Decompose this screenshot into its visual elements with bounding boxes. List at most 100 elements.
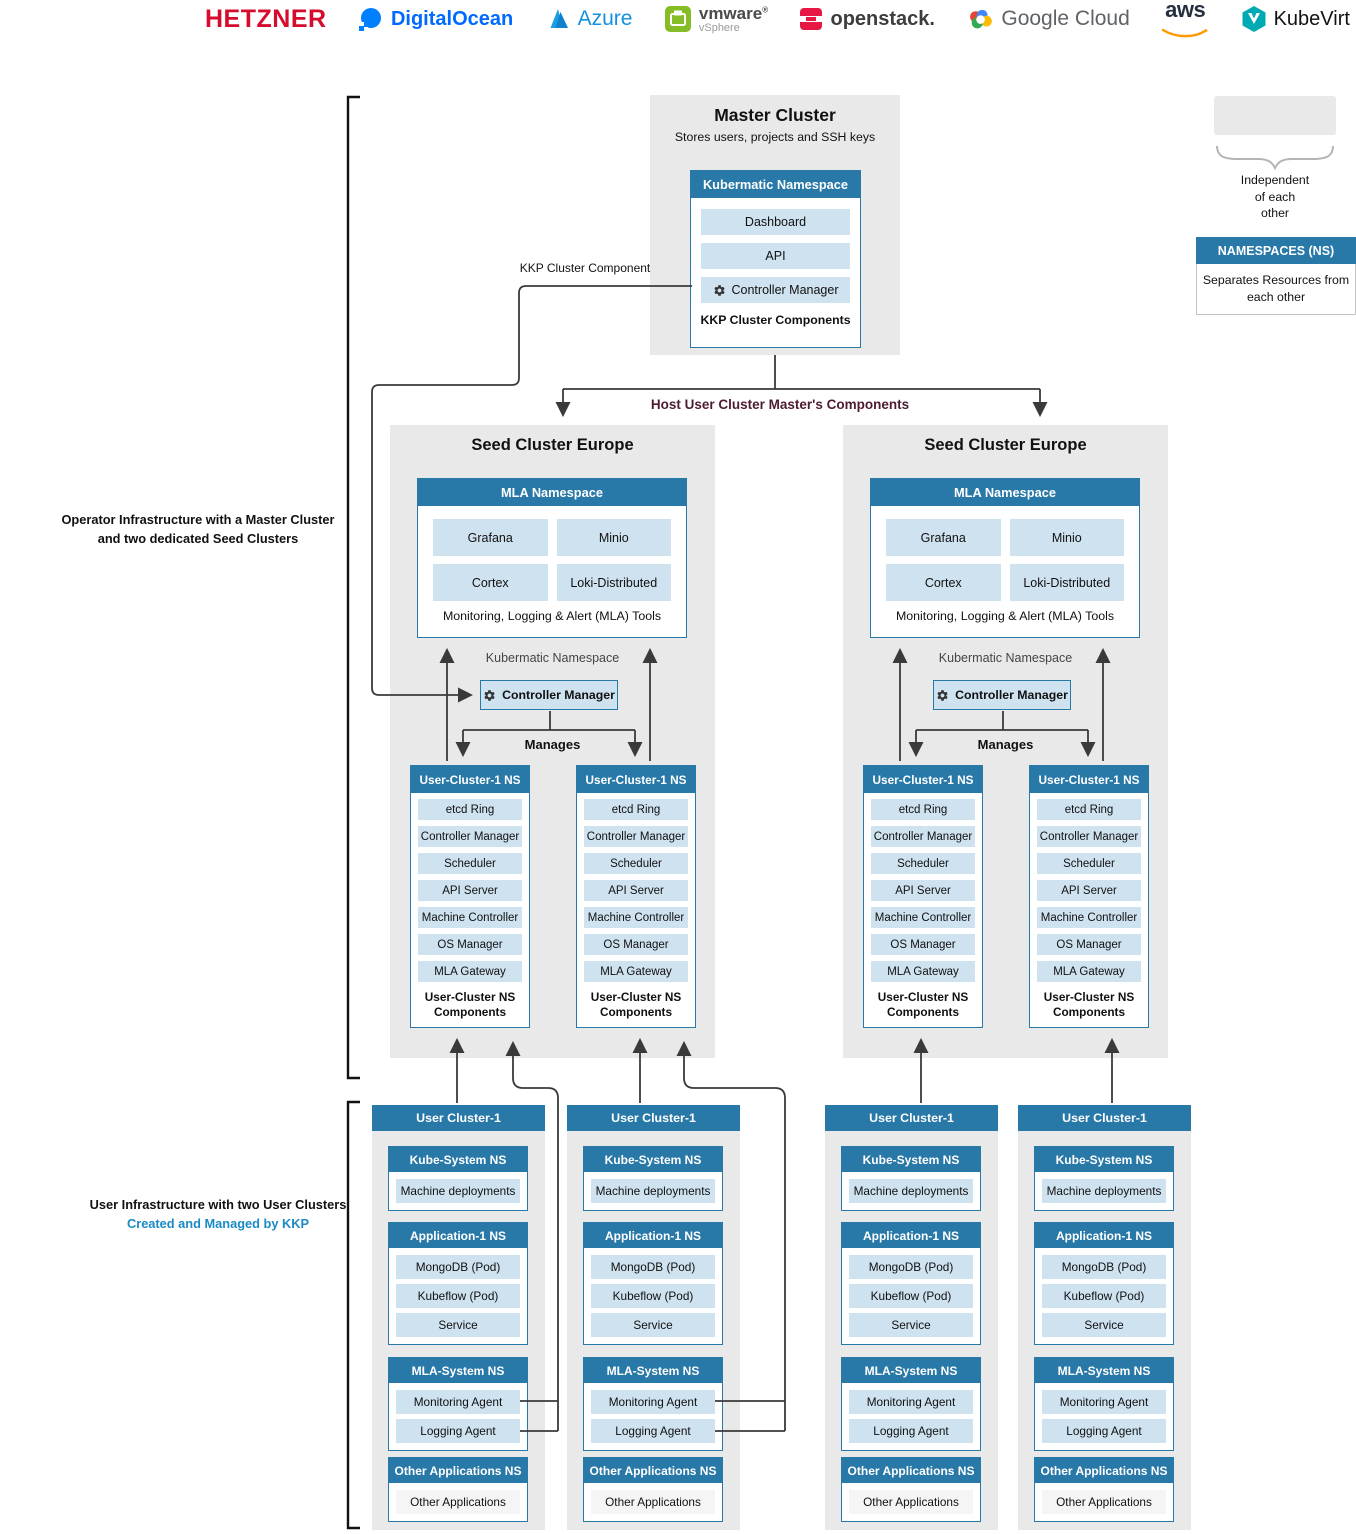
host-components-label: Host User Cluster Master's Components [650,397,910,412]
etcd-ring-row: etcd Ring [1037,799,1141,820]
kkp-cluster-components-label: KKP Cluster Components [700,313,851,327]
google-cloud-wordmark: Google Cloud [1001,7,1130,30]
kubermatic-namespace-label: Kubermatic Namespace [485,651,620,665]
ns-components-label: User-Cluster NS Components [424,990,516,1020]
mla-tools-label: Monitoring, Logging & Alert (MLA) Tools [442,609,662,623]
loki-row: Loki-Distributed [1009,564,1124,601]
user-cluster-ns-header: User-Cluster-1 NS [864,766,982,793]
ns-section-header: Other Applications NS [389,1458,527,1483]
os-manager-row: OS Manager [418,934,522,955]
mla-gateway-row: MLA Gateway [584,961,688,982]
minio-row: Minio [1009,519,1124,556]
mla-tools-grid: Grafana Minio Cortex Loki-Distributed [871,506,1139,601]
kubevirt-icon [1242,6,1266,32]
mla-namespace-box: MLA Namespace Grafana Minio Cortex Loki-… [870,478,1140,638]
mla-tools-label: Monitoring, Logging & Alert (MLA) Tools [895,609,1115,623]
user-cluster-title: User Cluster-1 [1018,1105,1191,1131]
machine-deployments-row: Machine deployments [396,1179,520,1203]
mla-system-ns-box: MLA-System NS Monitoring Agent Logging A… [388,1357,528,1451]
service-row: Service [591,1313,715,1337]
logo-digitalocean: DigitalOcean [358,6,513,32]
aws-wordmark: aws [1165,0,1206,22]
logo-google-cloud: Google Cloud [966,7,1130,31]
logo-aws: aws [1161,0,1209,39]
aws-smile-icon [1161,28,1209,38]
other-applications-ns-box: Other Applications NS Other Applications [388,1457,528,1522]
operator-infrastructure-bracket [346,95,360,1080]
openstack-wordmark: openstack. [830,7,935,30]
mla-tools-grid: Grafana Minio Cortex Loki-Distributed [418,506,686,601]
other-applications-row: Other Applications [849,1490,973,1514]
os-manager-row: OS Manager [584,934,688,955]
google-cloud-icon [970,9,993,29]
legend-namespace-swatch [1214,96,1336,135]
kubeflow-row: Kubeflow (Pod) [849,1284,973,1308]
azure-icon [550,9,568,28]
ns-components-label: User-Cluster NS Components [877,990,969,1020]
vmware-wordmark: vmware® vSphere [698,3,769,34]
user-cluster-title: User Cluster-1 [825,1105,998,1131]
etcd-ring-row: etcd Ring [584,799,688,820]
mla-gateway-row: MLA Gateway [418,961,522,982]
api-server-row: API Server [584,880,688,901]
user-cluster-panel: User Cluster-1 Kube-System NS Machine de… [567,1105,740,1530]
ns-section-header: Application-1 NS [1035,1223,1173,1248]
application-ns-box: Application-1 NS MongoDB (Pod) Kubeflow … [388,1222,528,1345]
openstack-icon [800,8,823,30]
ns-components-label: User-Cluster NS Components [1043,990,1135,1020]
other-applications-row: Other Applications [591,1490,715,1514]
kube-system-ns-box: Kube-System NS Machine deployments [583,1146,723,1211]
monitoring-agent-row: Monitoring Agent [1042,1390,1166,1414]
master-cluster-panel: Master Cluster Stores users, projects an… [650,95,900,355]
vsphere-icon [664,6,691,32]
cortex-row: Cortex [433,564,548,601]
controller-manager-row: Controller Manager [871,826,975,847]
controller-manager-row: Controller Manager [1037,826,1141,847]
user-cluster-panel: User Cluster-1 Kube-System NS Machine de… [825,1105,998,1530]
seed-cluster-title: Seed Cluster Europe [471,436,634,454]
minio-row: Minio [556,519,671,556]
monitoring-agent-row: Monitoring Agent [396,1390,520,1414]
logging-agent-row: Logging Agent [1042,1419,1166,1443]
mongodb-row: MongoDB (Pod) [591,1255,715,1279]
api-server-row: API Server [418,880,522,901]
controller-manager-row: Controller Manager [701,277,850,303]
machine-controller-row: Machine Controller [418,907,522,928]
kubeflow-row: Kubeflow (Pod) [396,1284,520,1308]
manages-label: Manages [977,737,1034,752]
service-row: Service [396,1313,520,1337]
monitoring-agent-row: Monitoring Agent [849,1390,973,1414]
mla-system-ns-box: MLA-System NS Monitoring Agent Logging A… [841,1357,981,1451]
service-row: Service [1042,1313,1166,1337]
application-ns-box: Application-1 NS MongoDB (Pod) Kubeflow … [841,1222,981,1345]
mla-system-ns-box: MLA-System NS Monitoring Agent Logging A… [1034,1357,1174,1451]
loki-row: Loki-Distributed [556,564,671,601]
kkp-cluster-component-label: KKP Cluster Component [519,261,651,275]
os-manager-row: OS Manager [1037,934,1141,955]
master-cluster-title: Master Cluster [714,105,836,125]
mla-namespace-box: MLA Namespace Grafana Minio Cortex Loki-… [417,478,687,638]
ns-section-header: MLA-System NS [842,1358,980,1383]
legend-namespaces-title: NAMESPACES (NS) [1196,237,1356,264]
operator-infrastructure-label: Operator Infrastructure with a Master Cl… [61,512,335,546]
user-cluster-ns-box: User-Cluster-1 NS etcd Ring Controller M… [576,765,696,1028]
logo-kubevirt: KubeVirt [1241,5,1350,33]
scheduler-row: Scheduler [584,853,688,874]
other-applications-ns-box: Other Applications NS Other Applications [841,1457,981,1522]
service-row: Service [849,1313,973,1337]
gear-icon [937,689,948,701]
logo-hetzner: HETZNER [205,5,327,34]
logo-azure: Azure [545,7,632,31]
mla-system-ns-box: MLA-System NS Monitoring Agent Logging A… [583,1357,723,1451]
grafana-row: Grafana [433,519,548,556]
kube-system-ns-box: Kube-System NS Machine deployments [841,1146,981,1211]
hetzner-wordmark: HETZNER [205,4,327,33]
machine-deployments-row: Machine deployments [591,1179,715,1203]
ns-section-header: Application-1 NS [389,1223,527,1248]
ns-section-header: MLA-System NS [1035,1358,1173,1383]
etcd-ring-row: etcd Ring [871,799,975,820]
seed-cluster-panel: Seed Cluster Europe MLA Namespace Grafan… [843,425,1168,1058]
logo-vmware-vsphere: vmware® vSphere [664,5,768,34]
kubermatic-namespace-header: Kubermatic Namespace [691,171,860,198]
scheduler-row: Scheduler [1037,853,1141,874]
